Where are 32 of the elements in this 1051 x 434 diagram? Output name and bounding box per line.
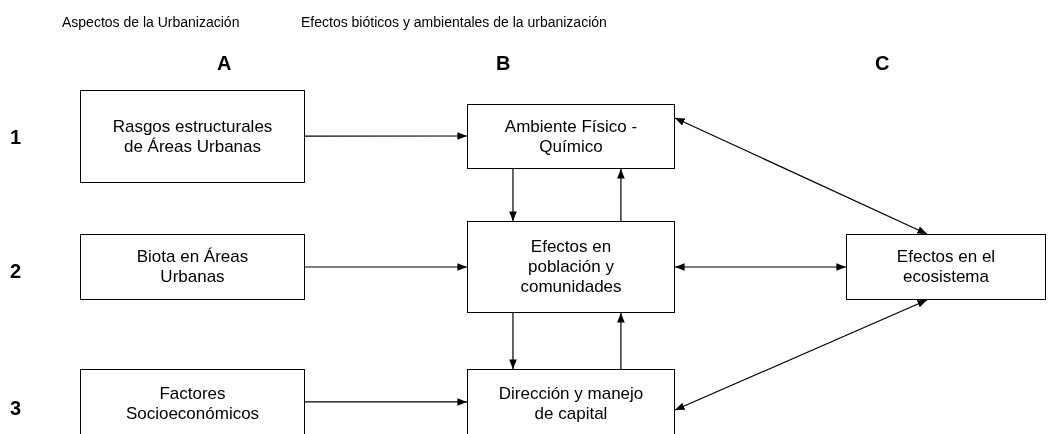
process-box [467,221,675,313]
process-box [467,369,675,434]
box-label: Efectos en el ecosistema [895,247,997,287]
arrow [674,299,928,411]
row-number: 1 [10,126,22,149]
arrow [304,398,468,406]
process-box [467,104,675,169]
row-number: 2 [10,260,22,283]
row-number: 3 [10,397,22,420]
arrow [617,168,625,222]
column-letter: A [217,52,232,75]
process-box [80,369,305,434]
arrow [304,132,468,140]
column-letter: B [496,52,511,75]
arrow [674,263,847,271]
arrow [617,312,625,370]
column-letter: C [875,52,890,75]
arrow [304,263,468,271]
column-description: Aspectos de la Urbanización [62,14,240,30]
box-label: Factores Socioeconómicos [124,384,261,424]
column-description: Efectos bióticos y ambientales de la urbanización [301,14,607,30]
box-label: Dirección y manejo de capital [497,384,645,424]
box-label: Rasgos estructurales de Áreas Urbanas [112,116,273,157]
arrow [509,312,517,370]
box-label: Biota en Áreas Urbanas [135,247,250,287]
arrow [674,117,928,235]
process-box [80,90,305,183]
box-label: Efectos en población y comunidades [519,237,623,297]
arrow [509,168,517,222]
process-box [846,234,1046,300]
box-label: Ambiente Físico - Químico [503,116,639,157]
process-box [80,234,305,300]
